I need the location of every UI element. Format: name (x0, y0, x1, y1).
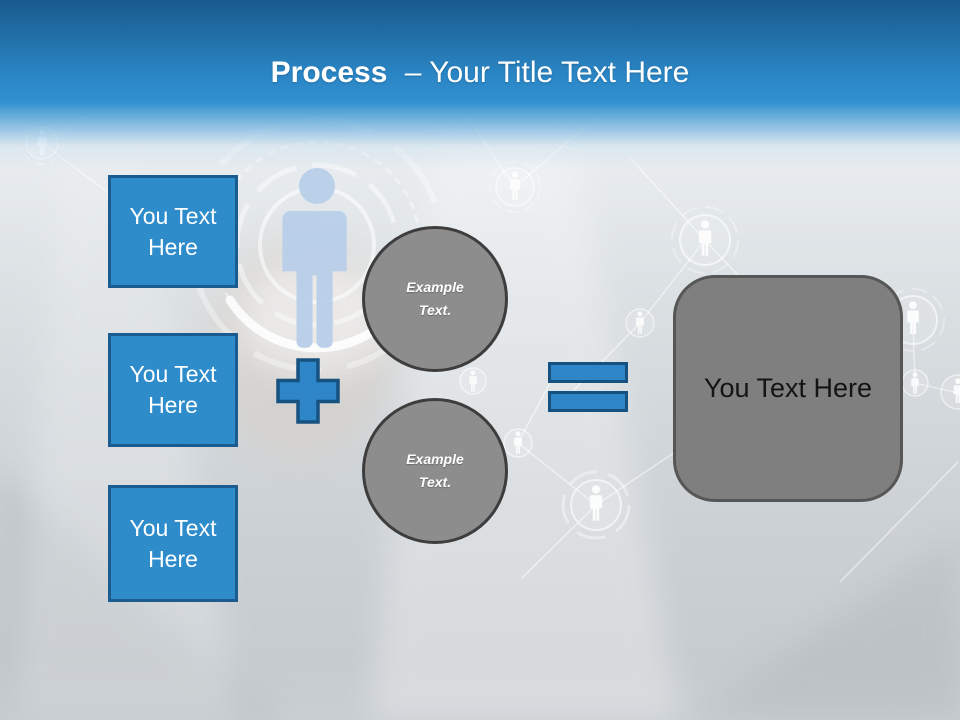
person-node-icon (20, 121, 64, 165)
example-circle-2-label: Example Text. (406, 451, 464, 490)
input-box-3[interactable]: You Text Here (108, 485, 238, 602)
input-box-3-label: You Text Here (129, 514, 217, 572)
input-box-1[interactable]: You Text Here (108, 175, 238, 288)
input-box-2-label: You Text Here (129, 361, 217, 418)
person-icon (282, 168, 347, 348)
example-circle-1-label: Example Text. (406, 279, 464, 318)
person-node-icon (561, 470, 631, 540)
result-box[interactable]: You Text Here (673, 275, 903, 502)
person-node-icon (671, 206, 739, 274)
page-title[interactable]: Process – Your Title Text Here (0, 54, 960, 92)
input-box-1-label: You Text Here (129, 202, 217, 260)
title-rest: – Your Title Text Here (404, 56, 690, 89)
title-emphasis: Process (270, 56, 388, 89)
equals-bottom-bar (548, 391, 628, 412)
person-node-icon (625, 308, 655, 338)
input-box-2[interactable]: You Text Here (108, 333, 238, 447)
example-circle-1[interactable]: Example Text. (362, 226, 508, 372)
person-node-icon (940, 374, 960, 410)
person-node-icon (901, 369, 929, 397)
person-node-icon (459, 367, 487, 395)
person-node-icon (489, 161, 541, 213)
equals-top-bar (548, 362, 628, 383)
result-box-label: You Text Here (703, 373, 873, 403)
person-node-icon (503, 428, 533, 458)
example-circle-2[interactable]: Example Text. (362, 398, 508, 544)
plus-icon[interactable] (276, 358, 340, 424)
